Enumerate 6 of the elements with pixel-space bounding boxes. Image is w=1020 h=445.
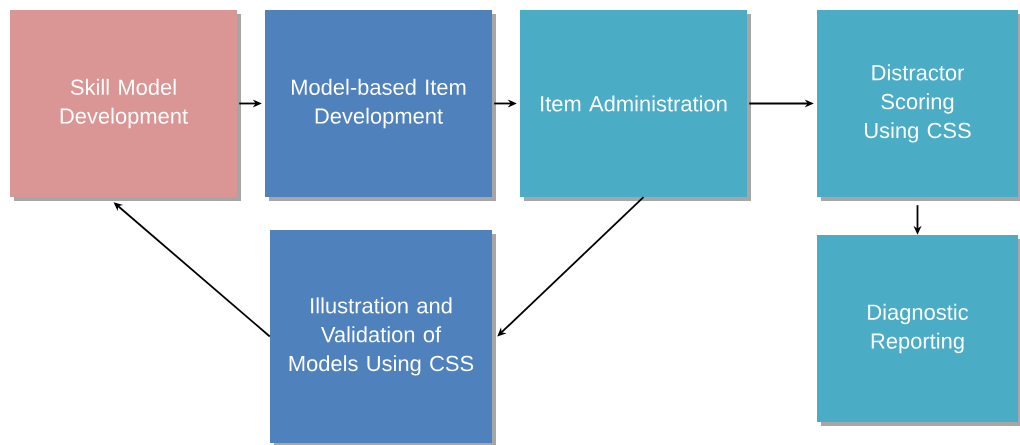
process-box: Skill Model Development	[10, 10, 241, 201]
process-box: Model-based Item Development	[265, 10, 496, 201]
process-box: Illustration and Validation of Models Using CSS	[270, 230, 496, 445]
process-box: Diagnostic Reporting	[817, 235, 1020, 426]
process-box: Item Administration	[520, 10, 751, 201]
process-box: Distractor Scoring Using CSS	[817, 10, 1020, 201]
